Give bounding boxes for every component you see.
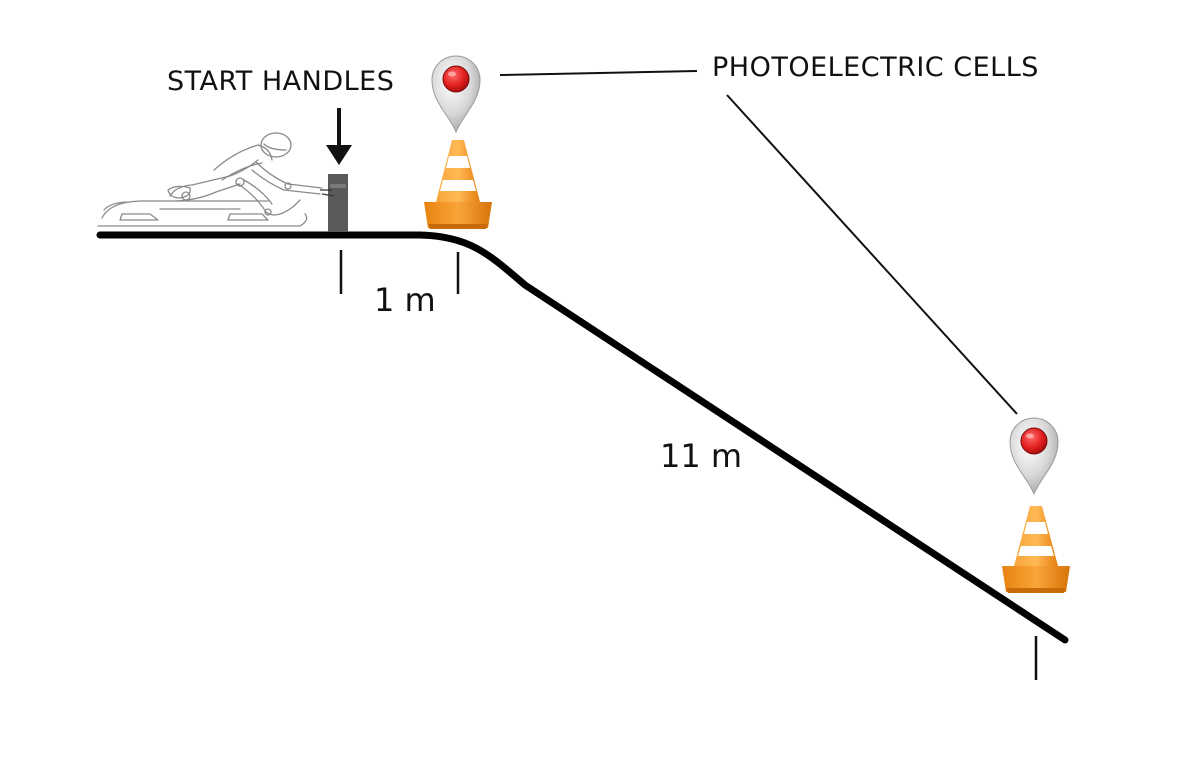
- distance-label-flat: 1 m: [374, 281, 436, 319]
- arrow-down-icon: [326, 108, 352, 165]
- photoelectric-cells-label: PHOTOELECTRIC CELLS: [712, 52, 1039, 83]
- start-handle-post: [320, 174, 348, 232]
- leader-line: [499, 70, 698, 76]
- traffic-cone-icon: [1002, 506, 1070, 593]
- map-pin-red-icon: [1009, 417, 1059, 496]
- track-line: [96, 231, 1069, 644]
- sled-athlete-sketch: [97, 132, 323, 227]
- traffic-cone-icon: [424, 140, 492, 229]
- distance-label-slope: 11 m: [660, 437, 742, 475]
- leader-line: [726, 94, 1018, 415]
- map-pin-red-icon: [431, 55, 481, 134]
- start-handles-label: START HANDLES: [167, 66, 394, 97]
